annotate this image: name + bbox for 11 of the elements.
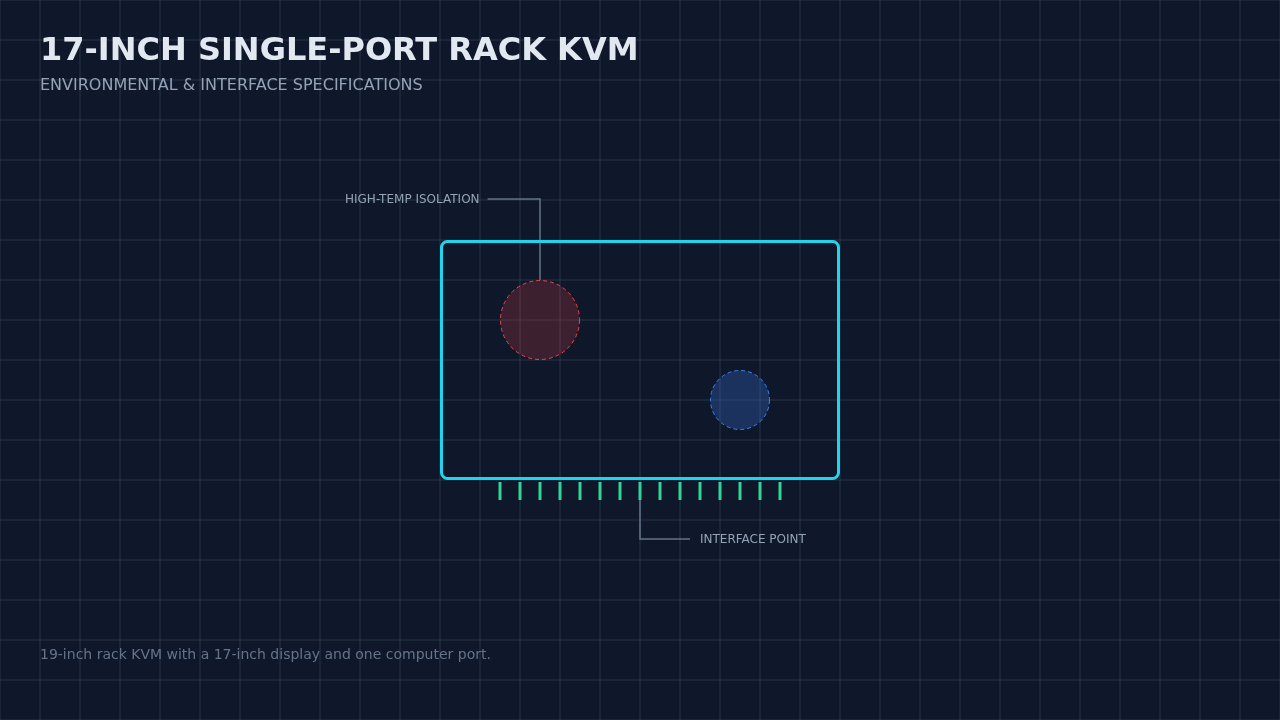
caption: 19-inch rack KVM with a 17-inch display and one computer port. [40,646,491,662]
connector-pins [498,482,782,500]
leader-line [639,499,691,540]
callout-label: HIGH-TEMP ISOLATION [345,192,480,206]
title: 17-INCH SINGLE-PORT RACK KVM [40,30,639,68]
dashed-circle-marker [710,370,770,430]
callout-label: INTERFACE POINT [700,532,806,546]
leader-line [486,198,541,281]
dashed-circle-marker [500,280,580,360]
device-outline [440,240,840,480]
subtitle: ENVIRONMENTAL & INTERFACE SPECIFICATIONS [40,75,423,94]
